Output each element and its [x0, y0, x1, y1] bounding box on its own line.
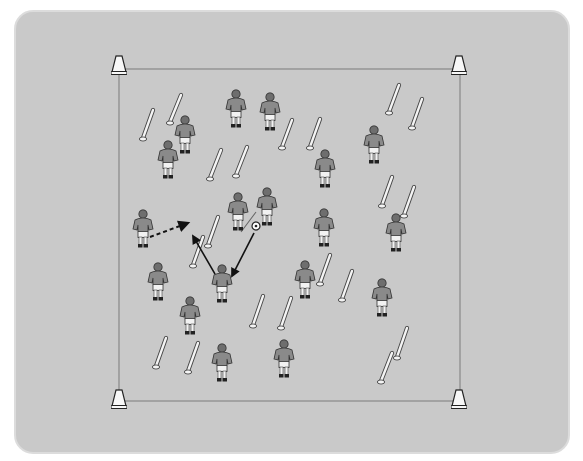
pitch-area	[15, 11, 569, 453]
ball	[252, 222, 260, 230]
